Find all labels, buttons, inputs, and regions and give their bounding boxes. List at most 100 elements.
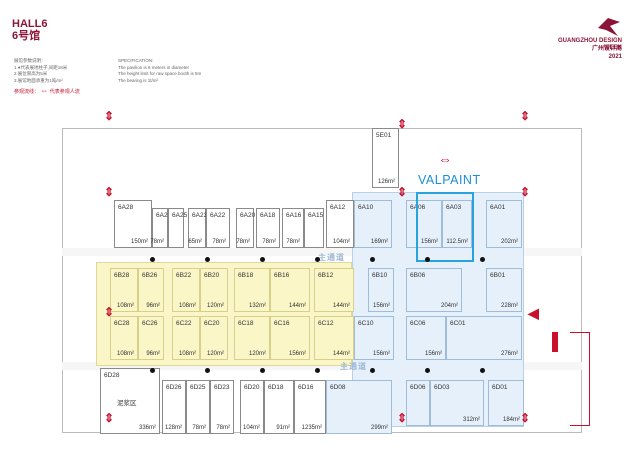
booth-id: 6D25 — [190, 384, 206, 391]
booth-id: 6C26 — [142, 320, 158, 327]
booth-id: 6A16 — [286, 212, 302, 219]
booth-6b20[interactable]: 6B20 120m² — [200, 268, 228, 312]
booth-id: 6B06 — [410, 272, 426, 279]
booth-6d16[interactable]: 6D16 1235m² — [294, 380, 326, 434]
booth-area: 108m² — [178, 303, 196, 309]
booth-area: 104m² — [242, 425, 260, 431]
column-dot — [205, 257, 210, 262]
column-dot — [425, 257, 430, 262]
brand-name-cn: 广州设计周 — [591, 46, 622, 52]
booth-id: 6B20 — [204, 272, 220, 279]
hall-title-cn: 6号馆 — [12, 30, 41, 43]
booth-area: 78m² — [262, 239, 276, 245]
booth-id: 6D20 — [244, 384, 260, 391]
booth-6a15[interactable]: 6A15 — [304, 208, 324, 248]
highlight-frame[interactable] — [416, 192, 474, 262]
booth-id: 6A12 — [330, 204, 346, 211]
booth-6d23[interactable]: 6D23 78m² — [210, 380, 234, 434]
up-down-arrow-icon: ⇕ — [397, 411, 408, 425]
booth-area: 112.5m² — [446, 239, 468, 245]
note-cn: 2.展位限高为5米 — [14, 71, 48, 77]
booth-6d08[interactable]: 6D08 299m² — [326, 380, 392, 434]
entrance-frame — [570, 332, 590, 426]
booth-id: 6A28 — [118, 204, 134, 211]
column-dot — [315, 368, 320, 373]
booth-6a12[interactable]: 6A12 104m² — [326, 200, 354, 248]
booth-area: 312m² — [462, 417, 480, 423]
booth-6d06[interactable]: 6D06 — [406, 380, 430, 426]
booth-6d01[interactable]: 6D01 184m² — [488, 380, 524, 426]
booth-area: 1235m² — [301, 425, 322, 431]
booth-area: 276m² — [500, 351, 518, 357]
booth-id: 6B18 — [238, 272, 254, 279]
booth-id: 6C06 — [410, 320, 426, 327]
booth-area: 120m² — [248, 351, 266, 357]
aisle-2 — [62, 362, 582, 370]
booth-area: 78m² — [236, 239, 250, 245]
up-down-arrow-icon: ⇕ — [520, 185, 531, 199]
column-dot — [260, 257, 265, 262]
note-cn: 展馆参数说明： — [14, 58, 46, 63]
booth-6a25[interactable]: 6A25 — [168, 208, 187, 248]
booth-id: 6D23 — [214, 384, 230, 391]
column-dot — [150, 368, 155, 373]
booth-id: 6D16 — [298, 384, 314, 391]
up-down-arrow-icon: ⇕ — [104, 411, 115, 425]
entry-arrow-icon: ◀ — [528, 305, 539, 321]
main-aisle-label: 主通道 — [318, 253, 345, 262]
booth-area: 104m² — [332, 239, 350, 245]
booth-id: 6D28 — [104, 372, 120, 379]
booth-id: 6D08 — [330, 384, 346, 391]
booth-area: 144m² — [288, 303, 306, 309]
booth-id: 6D01 — [492, 384, 508, 391]
booth-area: 184m² — [502, 417, 520, 423]
booth-area: 202m² — [500, 239, 518, 245]
booth-6d20[interactable]: 6D20 104m² — [240, 380, 264, 434]
booth-area: 299m² — [370, 425, 388, 431]
booth-area: 78m² — [216, 425, 230, 431]
booth-area: 120m² — [206, 303, 224, 309]
aisle-1 — [62, 248, 582, 256]
booth-area: 169m² — [370, 239, 388, 245]
up-down-arrow-icon: ⇕ — [520, 109, 531, 123]
column-dot — [260, 368, 265, 373]
booth-area: 126m² — [377, 179, 395, 185]
entrance-block — [552, 332, 558, 352]
